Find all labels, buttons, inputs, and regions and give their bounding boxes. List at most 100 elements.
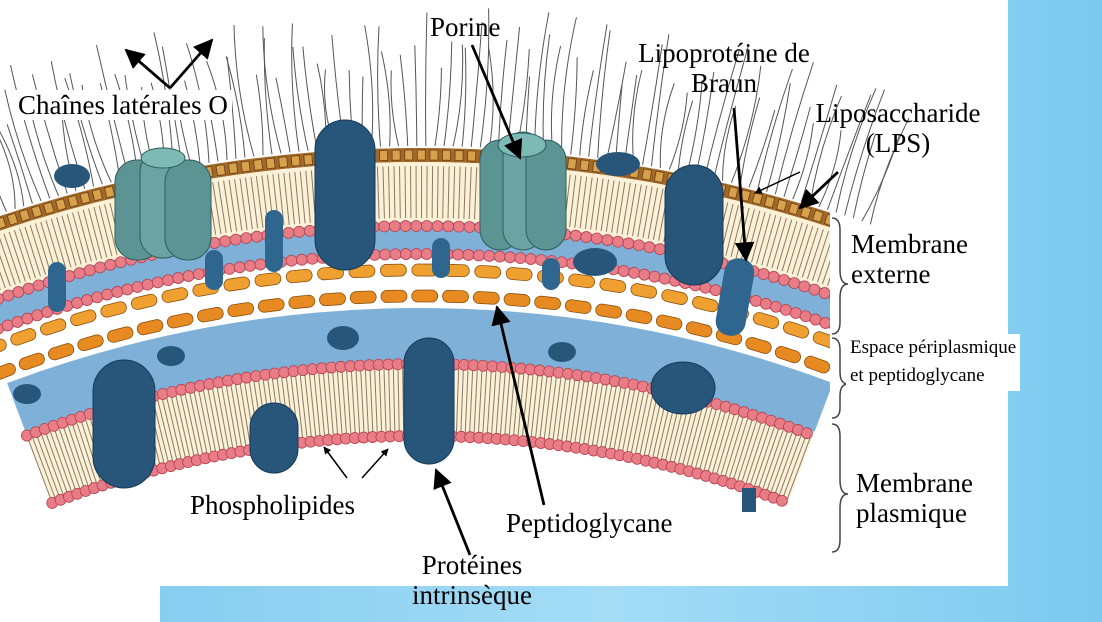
phospholipid-head [710,285,721,296]
phospholipid-head [193,269,204,280]
phospholipid-head [484,250,495,261]
phospholipid-head [241,233,252,244]
phospholipid-head [421,221,432,232]
label-plasma-line2: plasmique [856,498,973,528]
phospholipid-head [591,233,602,244]
label-peri-line2: et peptidoglycane [850,362,1016,390]
o-chain [435,68,442,146]
phospholipid-head [644,242,655,253]
phospholipid-head [12,316,23,327]
lps-unit [405,150,413,160]
o-chain [535,12,549,151]
label-proteins: Protéines intrinsèque [382,550,562,610]
phospholipid-head [810,314,821,325]
lps-unit [392,150,400,160]
o-chain [381,51,390,146]
lps-unit [654,171,664,182]
phospholipid-head [758,268,769,279]
phospholipid-head [23,283,34,294]
lps-unit [291,155,300,166]
phospholipid-head [286,255,297,266]
label-outer-line1: Membrane [851,229,968,259]
phospholipid-head [411,249,422,260]
phospholipid-head [800,311,811,322]
o-chain [498,40,507,149]
phospholipid-head [770,301,781,312]
phospholipid-head [152,277,163,288]
inner-protein [93,360,155,488]
outer-protein [315,120,375,270]
phospholipid-head [234,262,245,273]
lps-unit [216,165,225,176]
phospholipid-head [230,234,241,245]
phospholipid-head [570,230,581,241]
lps-unit [836,218,847,230]
label-proteins-line2: intrinsèque [382,580,562,610]
phospholipid-head [411,221,422,232]
o-chain [426,13,427,146]
label-periplasm: Espace périplasmique et peptidoglycane [846,334,1020,391]
phospholipid-head [173,273,184,284]
phospholipid-head [780,304,791,315]
phospholipid-head [515,253,526,264]
phospholipid-head [819,288,830,299]
peptidoglycan-unit [350,291,377,304]
phospholipid-head [294,226,305,237]
phospholipid-head [95,262,106,273]
porin-right [480,132,566,250]
phospholipid-head [525,254,536,265]
phospholipid-head [649,271,660,282]
lps-unit [430,150,438,160]
phospholipid-head [33,280,44,291]
phospholipid-head [464,221,475,232]
lps-bump [54,164,90,188]
label-lps-line2: (LPS) [793,128,1003,158]
lps-unit [228,163,237,174]
phospholipid-head [629,267,640,278]
o-chain [444,41,452,146]
label-peptidoglycan: Peptidoglycane [506,508,672,538]
inner-protein [651,362,715,414]
peptidoglycan-unit [380,264,406,277]
lps-unit [417,150,425,160]
peptidoglycan-unit [506,267,533,281]
label-braun-line1: Lipoprotéine de [615,38,833,68]
peptidoglycan-unit [319,292,346,306]
phospholipid-head [473,250,484,261]
label-peri-line1: Espace périplasmique [850,334,1016,362]
lps-unit [567,158,576,169]
phospholipid-head [612,236,623,247]
phospholipid-head [505,252,516,263]
label-lps: Liposaccharide (LPS) [793,98,1003,158]
phospholipid-head [255,259,266,270]
inner-protein [404,338,454,464]
lps-unit [254,159,263,170]
o-chain [551,46,560,153]
phospholipid-head [74,268,85,279]
phospholipid-head [639,269,650,280]
phospholipid-head [400,221,411,232]
label-braun-line2: Braun [615,68,833,98]
phospholipid-head [220,236,231,247]
lps-unit [304,154,313,165]
o-chain [562,17,577,153]
o-chain [391,70,399,146]
phospholipid-head [799,281,810,292]
phospholipid-head [122,284,133,295]
o-chain [0,108,6,212]
phospholipid-head [84,265,95,276]
peptidoglycan-unit [474,265,501,278]
phospholipid-head [452,249,463,260]
label-braun: Lipoprotéine de Braun [615,38,833,98]
peptidoglycan-unit [381,290,407,303]
phospholipid-head [654,244,665,255]
phospholipid-head [13,287,24,298]
o-chain [293,47,308,151]
phospholipid-head [776,495,787,506]
o-chain [580,70,594,155]
o-chain [234,25,254,156]
o-chain [767,83,791,192]
phospholipid-head [380,249,391,260]
phospholipid-head [3,290,14,301]
label-o-chains: Chaînes latérales O [14,90,232,120]
